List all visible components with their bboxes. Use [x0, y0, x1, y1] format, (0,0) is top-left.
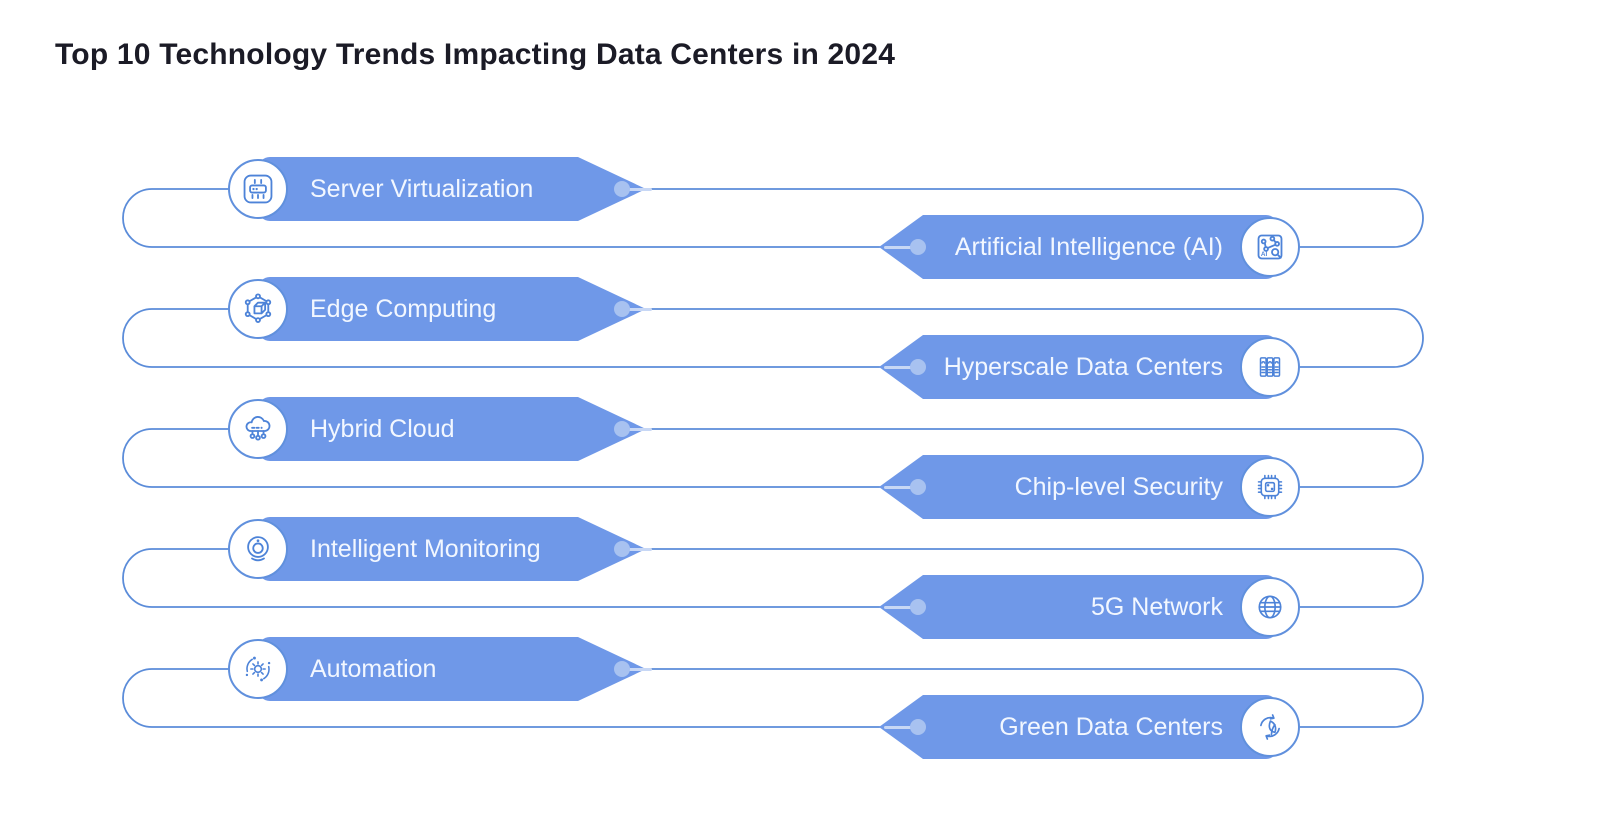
artificial-intelligence-icon: AI [1240, 217, 1300, 277]
connector-dot [910, 719, 926, 735]
connector-dot [910, 479, 926, 495]
trend-banner-hyperscale-data-centers: Hyperscale Data Centers [879, 335, 1300, 399]
trend-label: Edge Computing [310, 294, 497, 323]
connector-stub [884, 365, 918, 369]
trend-banner-5g-network: 5G Network [879, 575, 1300, 639]
connector-stub [622, 427, 652, 431]
connector-dot [910, 239, 926, 255]
connector-stub [884, 725, 918, 729]
green-data-centers-icon [1240, 697, 1300, 757]
trend-label: Hybrid Cloud [310, 414, 455, 443]
connector-dot [614, 181, 630, 197]
server-virtualization-icon [228, 159, 288, 219]
trend-label: Hyperscale Data Centers [943, 352, 1223, 381]
connector-stub [884, 485, 918, 489]
trend-banner-chip-level-security: Chip-level Security [879, 455, 1300, 519]
trend-label: Server Virtualization [310, 174, 534, 203]
trend-label: Green Data Centers [999, 712, 1223, 741]
connector-stub [622, 187, 652, 191]
trend-label: Automation [310, 654, 437, 683]
intelligent-monitoring-icon [228, 519, 288, 579]
page-title: Top 10 Technology Trends Impacting Data … [55, 38, 896, 71]
svg-text:AI: AI [1261, 251, 1268, 258]
hyperscale-data-centers-icon [1240, 337, 1300, 397]
trend-banner-edge-computing: Edge Computing [228, 277, 652, 341]
trend-label: Artificial Intelligence (AI) [954, 232, 1223, 261]
connector-dot [910, 359, 926, 375]
connector-stub [622, 667, 652, 671]
trend-banner-green-data-centers: Green Data Centers [879, 695, 1300, 759]
5g-network-icon [1240, 577, 1300, 637]
connector-dot [614, 541, 630, 557]
edge-computing-icon [228, 279, 288, 339]
trend-banner-artificial-intelligence: AI Artificial Intelligence (AI) [879, 215, 1300, 279]
trend-banner-automation: Automation [228, 637, 652, 701]
connector-stub [884, 245, 918, 249]
connector-stub [622, 307, 652, 311]
connector-stub [622, 547, 652, 551]
connector-dot [910, 599, 926, 615]
trend-banner-server-virtualization: Server Virtualization [228, 157, 652, 221]
automation-icon [228, 639, 288, 699]
hybrid-cloud-icon [228, 399, 288, 459]
trend-banner-intelligent-monitoring: Intelligent Monitoring [228, 517, 652, 581]
trend-label: Chip-level Security [1014, 472, 1223, 501]
connector-stub [884, 605, 918, 609]
trend-label: 5G Network [1091, 592, 1223, 621]
trend-banner-hybrid-cloud: Hybrid Cloud [228, 397, 652, 461]
connector-dot [614, 421, 630, 437]
connector-dot [614, 661, 630, 677]
trend-label: Intelligent Monitoring [310, 534, 541, 563]
connector-dot [614, 301, 630, 317]
chip-level-security-icon [1240, 457, 1300, 517]
